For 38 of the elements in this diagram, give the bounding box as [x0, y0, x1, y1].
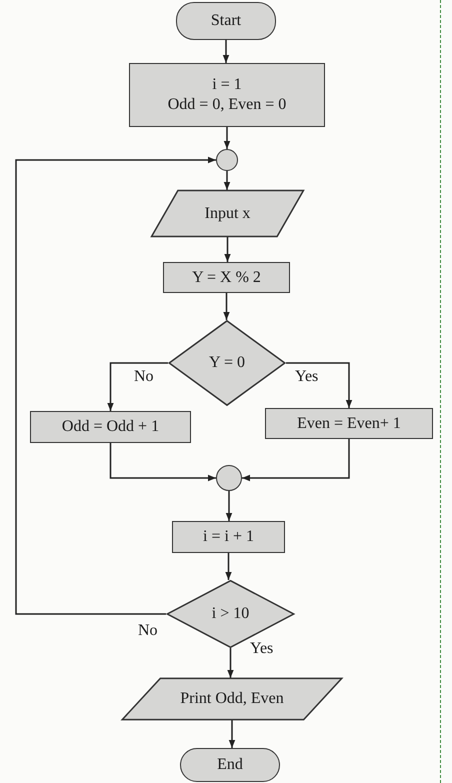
terminal-shape — [176, 2, 276, 40]
input-output-shape — [150, 190, 305, 237]
node-text: End — [217, 755, 243, 775]
arrow — [226, 491, 232, 521]
arrow — [224, 237, 231, 262]
arrow — [224, 171, 230, 190]
connector-circle — [216, 465, 242, 491]
process-box — [129, 63, 325, 127]
node-text: Even = Even+ 1 — [297, 414, 401, 434]
node-text: i > 10 — [212, 604, 250, 624]
node-text: Start — [210, 11, 242, 31]
connector-circle — [216, 149, 238, 171]
node-text: i = 1 — [212, 75, 242, 95]
process-box — [172, 521, 285, 553]
process-box — [265, 408, 433, 439]
arrow — [223, 293, 230, 320]
arrow — [224, 127, 230, 149]
terminal-shape — [180, 748, 280, 782]
process-box — [163, 262, 290, 293]
arrow — [225, 553, 232, 580]
arrow — [227, 648, 234, 678]
node-text: Y = 0 — [209, 353, 245, 373]
node-text: Input x — [204, 204, 250, 224]
node-text: Y = X % 2 — [192, 268, 261, 288]
arrow — [15, 156, 216, 615]
node-text: i = i + 1 — [203, 527, 254, 547]
arrow — [286, 362, 352, 408]
process-box — [30, 411, 191, 443]
arrow — [222, 40, 230, 63]
decision-diamond — [168, 320, 286, 406]
arrow — [110, 443, 216, 482]
arrow — [242, 439, 350, 482]
node-text: Odd = 0, Even = 0 — [168, 95, 286, 115]
node-text: Odd = Odd + 1 — [62, 417, 160, 437]
arrow — [107, 362, 168, 411]
input-output-shape — [120, 678, 344, 720]
arrow — [228, 720, 236, 748]
node-text: Print Odd, Even — [180, 689, 284, 709]
